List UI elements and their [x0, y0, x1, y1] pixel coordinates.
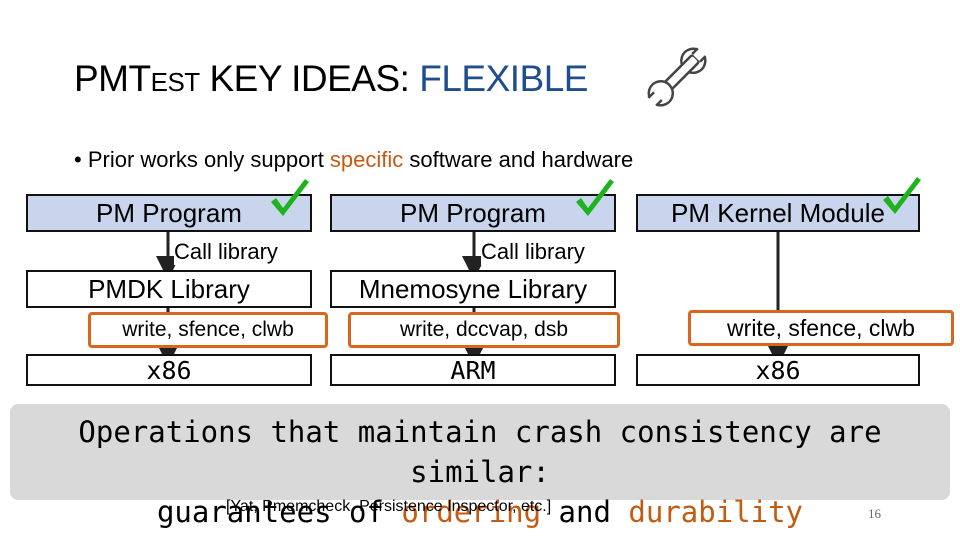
isa-box-2: ARM — [330, 354, 616, 386]
banner-line2-prefix: guarantees of — [156, 495, 402, 529]
banner-line-1: Operations that maintain crash consisten… — [78, 415, 882, 489]
checkmark-icon — [271, 179, 309, 216]
title-part1: PMT — [74, 58, 151, 99]
checkmark-icon — [883, 177, 921, 214]
citation: [Yat, Pmemcheck, Persistence Inspector, … — [226, 498, 552, 515]
pm-program-box-1: PM Program — [26, 194, 312, 232]
ops-box-2: write, dccvap, dsb — [348, 312, 620, 348]
pmdk-library-box: PMDK Library — [26, 270, 312, 308]
title-accent: FLEXIBLE — [419, 58, 588, 99]
title-part2: KEY IDEAS: — [199, 58, 420, 99]
ops-box-3: write, sfence, clwb — [688, 310, 954, 346]
pm-program-label-2: PM Program — [400, 197, 546, 228]
call-library-label-1: Call library — [174, 239, 278, 265]
ops-label-2: write, dccvap, dsb — [399, 318, 569, 341]
banner-durability: durability — [628, 495, 804, 529]
wrench-icon — [645, 45, 709, 109]
checkmark-icon — [576, 179, 614, 216]
isa-label-3: x86 — [755, 355, 801, 385]
slide-title: PMTEST KEY IDEAS: FLEXIBLE — [74, 58, 588, 100]
banner-and: and — [541, 495, 629, 529]
key-insight-banner: Operations that maintain crash consisten… — [10, 404, 950, 529]
page-number: 16 — [868, 506, 881, 521]
mnemosyne-library-box: Mnemosyne Library — [330, 270, 616, 308]
bullet-suffix: software and hardware — [403, 147, 634, 172]
isa-label-2: ARM — [450, 355, 496, 385]
isa-box-1: x86 — [26, 354, 312, 386]
isa-label-1: x86 — [146, 355, 192, 385]
pm-kernel-module-box: PM Kernel Module — [636, 194, 920, 232]
pmdk-library-label: PMDK Library — [88, 273, 250, 304]
bullet-text: • Prior works only support specific soft… — [74, 147, 633, 173]
pm-kernel-module-label: PM Kernel Module — [671, 197, 885, 228]
banner-ordering: ordering — [401, 495, 542, 529]
call-library-label-2: Call library — [481, 239, 585, 265]
banner-line-2: guarantees of ordering and durability — [10, 492, 950, 532]
bullet-prefix: Prior works only support — [87, 147, 330, 172]
pm-program-label-1: PM Program — [96, 197, 242, 228]
title-smallcaps: EST — [150, 67, 201, 97]
bullet-mark: • — [74, 147, 82, 172]
ops-box-1: write, sfence, clwb — [88, 312, 328, 348]
isa-box-3: x86 — [636, 354, 920, 386]
bullet-highlight: specific — [329, 147, 404, 172]
mnemosyne-library-label: Mnemosyne Library — [358, 273, 588, 304]
ops-label-1: write, sfence, clwb — [122, 318, 294, 341]
pm-program-box-2: PM Program — [330, 194, 616, 232]
ops-label-3: write, sfence, clwb — [727, 314, 915, 341]
